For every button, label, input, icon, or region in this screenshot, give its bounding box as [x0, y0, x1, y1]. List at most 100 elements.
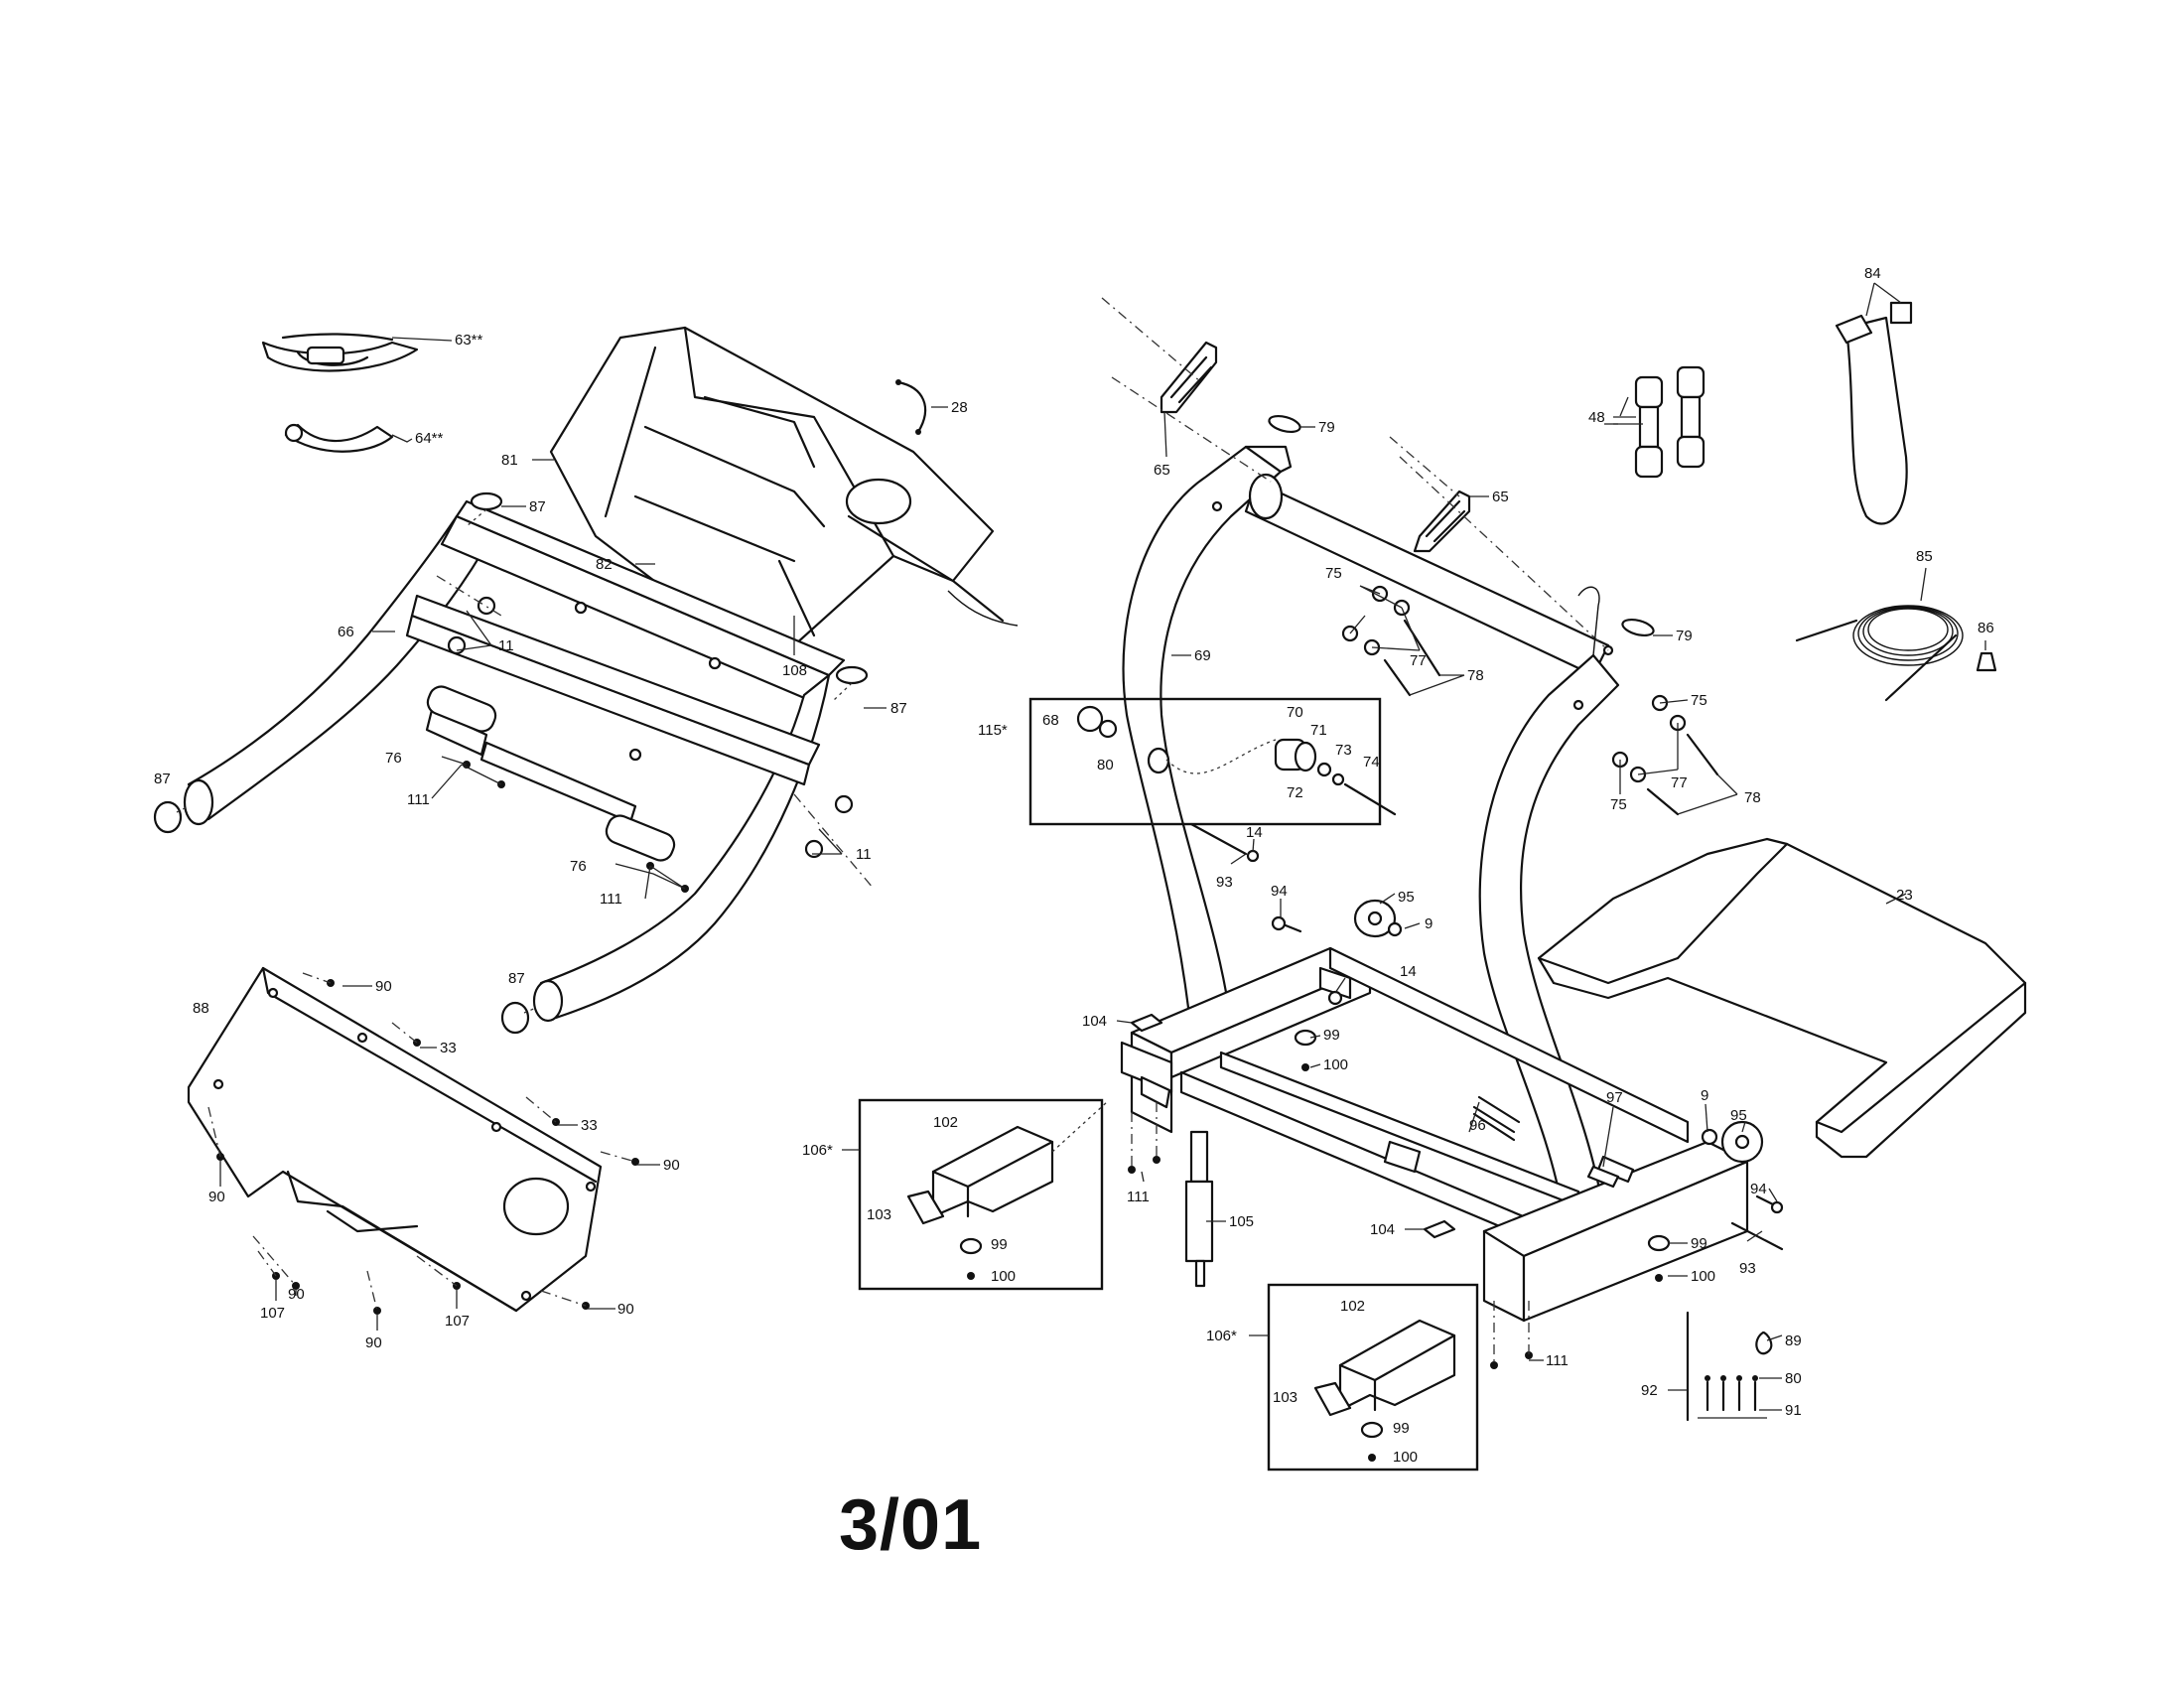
washer-99: [1294, 1029, 1671, 1252]
label-76: 76: [570, 858, 587, 875]
label-97: 97: [1606, 1089, 1623, 1106]
label-94: 94: [1750, 1181, 1767, 1197]
end-cap-87: [470, 491, 503, 511]
label-93: 93: [1739, 1260, 1756, 1277]
label-95: 95: [1398, 889, 1415, 906]
label-96: 96: [1469, 1117, 1486, 1134]
end-cap-87: [500, 1001, 530, 1035]
label-94: 94: [1271, 883, 1288, 900]
label-87: 87: [890, 700, 907, 717]
axle-bolts-93-94: [1189, 822, 1784, 1251]
label-23: 23: [1896, 887, 1913, 904]
label-78: 78: [1744, 789, 1761, 806]
label-77: 77: [1410, 652, 1427, 669]
label-104: 104: [1370, 1221, 1395, 1238]
label-64: 64**: [415, 430, 444, 447]
label-90: 90: [375, 978, 392, 995]
label-99: 99: [1691, 1235, 1707, 1252]
label-102: 102: [933, 1114, 958, 1131]
label-107: 107: [260, 1305, 285, 1322]
label-87: 87: [529, 498, 546, 515]
extension-tube-102: [906, 1125, 1054, 1280]
leader-lines: [219, 282, 1986, 1411]
label-104: 104: [1082, 1013, 1107, 1030]
label-48: 48: [1588, 409, 1605, 426]
label-100: 100: [1323, 1056, 1348, 1073]
label-85: 85: [1916, 548, 1933, 565]
label-14: 14: [1246, 824, 1263, 841]
label-111: 111: [600, 891, 622, 908]
label-66: 66: [338, 624, 354, 640]
label-33: 33: [581, 1117, 598, 1134]
label-72: 72: [1287, 784, 1303, 801]
label-82: 82: [596, 556, 613, 573]
clip-79: [1268, 414, 1655, 637]
label-77: 77: [1671, 774, 1688, 791]
label-105: 105: [1229, 1213, 1254, 1230]
label-74: 74: [1363, 754, 1380, 771]
label-103: 103: [867, 1206, 891, 1223]
label-90: 90: [617, 1301, 634, 1318]
label-115: 115*: [978, 722, 1008, 739]
roller-assembly-115-parts: [1076, 705, 1397, 816]
label-65: 65: [1492, 489, 1509, 505]
label-100: 100: [1691, 1268, 1715, 1285]
label-75: 75: [1691, 692, 1707, 709]
clip-104: [1423, 1219, 1456, 1239]
hardware-89-80-91-92: [1686, 1311, 1773, 1422]
strap-84: [1835, 301, 1913, 525]
label-100: 100: [991, 1268, 1016, 1285]
label-33: 33: [440, 1040, 457, 1056]
walking-deck-23: [1537, 837, 2027, 1159]
label-11: 11: [856, 846, 872, 863]
label-102: 102: [1340, 1298, 1365, 1315]
label-95: 95: [1730, 1107, 1747, 1124]
motor-hood-88: [187, 966, 603, 1313]
left-upright-66: [183, 499, 846, 1023]
wire-harness-96: [1472, 1095, 1521, 1142]
assembly-box-106: [858, 1098, 1104, 1291]
label-78: 78: [1467, 667, 1484, 684]
label-14: 14: [1400, 963, 1417, 980]
label-69: 69: [1194, 647, 1211, 664]
label-111: 111: [1127, 1189, 1150, 1205]
label-88: 88: [193, 1000, 209, 1017]
assembly-box-115: [1028, 697, 1382, 826]
part-labels: 63** 64** 28 81 82 108 87 87 87 87 66 11…: [154, 265, 1994, 1466]
label-106: 106*: [802, 1142, 833, 1159]
label-79: 79: [1676, 628, 1693, 644]
wire-79: [1577, 586, 1600, 656]
label-84: 84: [1864, 265, 1881, 282]
chest-strap-63: [261, 333, 419, 372]
label-90: 90: [663, 1157, 680, 1174]
label-87: 87: [508, 970, 525, 987]
label-89: 89: [1785, 1333, 1802, 1349]
label-87: 87: [154, 771, 171, 787]
screw-100: [1301, 1063, 1663, 1282]
label-80: 80: [1097, 757, 1114, 773]
label-73: 73: [1335, 742, 1352, 759]
grip-sensor-65: [1160, 341, 1471, 553]
end-cap-87: [835, 665, 869, 685]
console-81: [549, 326, 1019, 647]
label-71: 71: [1310, 722, 1327, 739]
assembly-box-106: [1267, 1283, 1479, 1472]
label-75: 75: [1325, 565, 1342, 582]
label-68: 68: [1042, 712, 1059, 729]
label-91: 91: [1785, 1402, 1802, 1419]
label-90: 90: [288, 1286, 305, 1303]
screw-111: [1128, 1102, 1533, 1369]
wheel-95: [1353, 899, 1764, 1164]
page-code: 3/01: [839, 1485, 983, 1565]
cable-28: [895, 379, 927, 435]
bolt-11: [436, 575, 875, 890]
label-107: 107: [445, 1313, 470, 1330]
label-70: 70: [1287, 704, 1303, 721]
label-86: 86: [1978, 620, 1994, 636]
label-93: 93: [1216, 874, 1233, 891]
pulse-sensor-64: [284, 423, 394, 453]
extension-tube-102: [1313, 1319, 1456, 1462]
label-76: 76: [385, 750, 402, 767]
base-frame: [1120, 946, 1749, 1323]
